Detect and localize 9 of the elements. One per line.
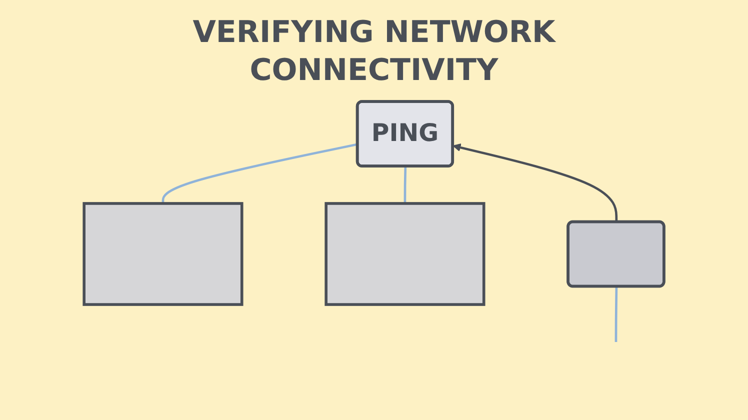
connection-line bbox=[162, 143, 358, 204]
monitor-box bbox=[324, 202, 486, 306]
connection-line bbox=[404, 166, 407, 204]
monitor-box bbox=[82, 202, 244, 306]
ping-box: PING bbox=[356, 100, 454, 168]
network-device-box bbox=[566, 220, 666, 288]
connection-line bbox=[614, 286, 618, 342]
arrow bbox=[452, 143, 618, 222]
title: VERIFYING NETWORK CONNECTIVITY bbox=[192, 14, 557, 90]
